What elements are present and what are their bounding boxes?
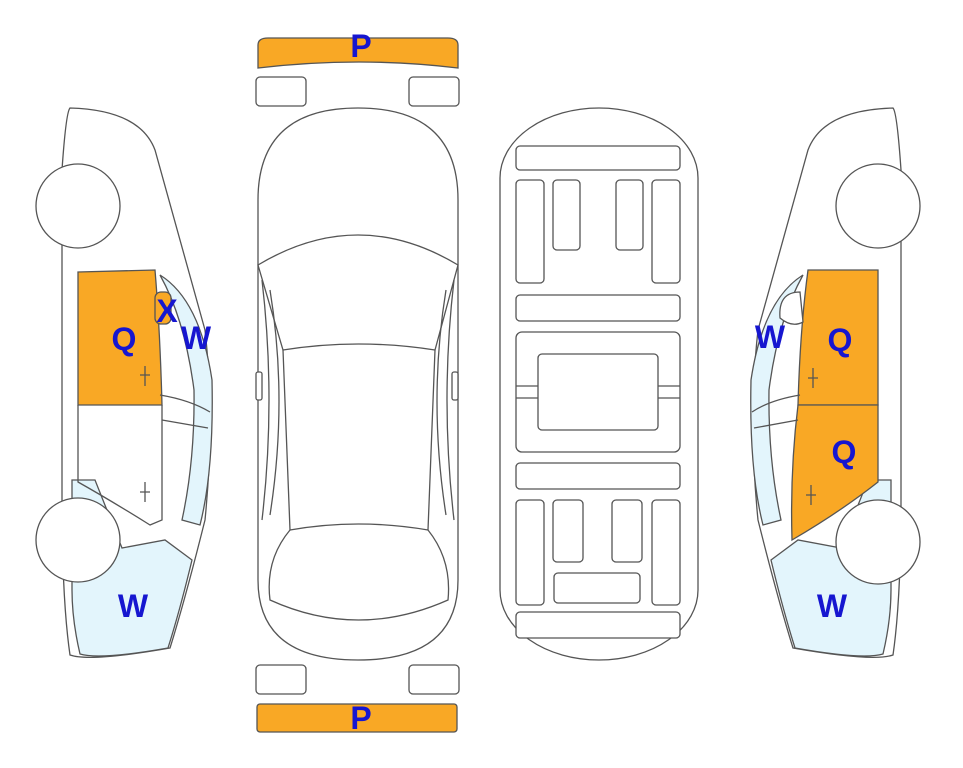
top-right-side-line [436, 279, 455, 521]
left-rear-door-outline [77, 405, 163, 526]
floor-cross-bar-1 [515, 294, 681, 322]
right-rear-door-label: Q [832, 434, 857, 470]
left-mirror-top [255, 371, 263, 401]
top-rear-window [268, 529, 450, 621]
floor-cross-bar-2 [515, 462, 681, 490]
floor-center-panel [537, 353, 659, 431]
left-front-door-label: Q [112, 321, 137, 357]
floor-rear-left-rail [515, 499, 545, 606]
left-pillar-line [159, 394, 211, 429]
front-left-light [255, 76, 307, 107]
top-roof [282, 349, 436, 531]
front-right-light [408, 76, 460, 107]
right-windshield-side-label: W [755, 319, 786, 355]
right-front-wheel [835, 163, 921, 249]
left-rear-door-handle [140, 482, 150, 502]
floor-front-left-inner [552, 179, 581, 251]
floor-mid-divider [516, 385, 680, 399]
front-bumper-label: P [350, 28, 371, 64]
front-bumper-panel [257, 37, 459, 69]
right-rear-door-panel [790, 404, 879, 542]
floor-front-bar [515, 145, 681, 171]
floor-front-left-rail [515, 179, 545, 284]
top-view: P P [255, 28, 460, 736]
floor-rear-right-rail [651, 499, 681, 606]
floor-rear-bar [515, 611, 681, 639]
left-rear-quarter-label: W [118, 588, 149, 624]
floor-rear-right-inner [611, 499, 643, 563]
underside-view [499, 107, 699, 661]
right-mirror-top [451, 371, 459, 401]
top-body [257, 107, 459, 661]
floor-rear-tank [553, 572, 641, 604]
top-left-side-line [261, 279, 280, 521]
right-front-door-label: Q [828, 322, 853, 358]
floor-front-right-inner [615, 179, 644, 251]
left-windshield-side-label: W [181, 320, 212, 356]
left-side-view: Q X W W [35, 107, 213, 658]
right-mirror [779, 291, 804, 325]
right-side-view: W Q Q W [750, 107, 921, 658]
right-rear-door-handle [806, 485, 816, 505]
rear-bumper-panel [256, 703, 458, 733]
left-windshield-side-panel [159, 274, 213, 526]
left-front-wheel [35, 163, 121, 249]
left-front-door-panel [77, 269, 163, 406]
right-front-door-handle [808, 368, 818, 388]
left-front-window-label: X [156, 293, 178, 329]
rear-left-light [255, 664, 307, 695]
rear-bumper-label: P [350, 700, 371, 736]
right-pillar-line [751, 394, 801, 429]
floor-front-right-rail [651, 179, 681, 284]
top-windshield [257, 234, 459, 351]
rear-right-light [408, 664, 460, 695]
floor-rear-left-inner [552, 499, 584, 563]
right-rear-quarter-label: W [817, 588, 848, 624]
right-rear-wheel [835, 499, 921, 585]
left-front-door-handle [140, 366, 150, 386]
right-windshield-side-panel [750, 274, 804, 526]
left-rear-wheel [35, 497, 121, 583]
left-mirror [154, 291, 172, 325]
